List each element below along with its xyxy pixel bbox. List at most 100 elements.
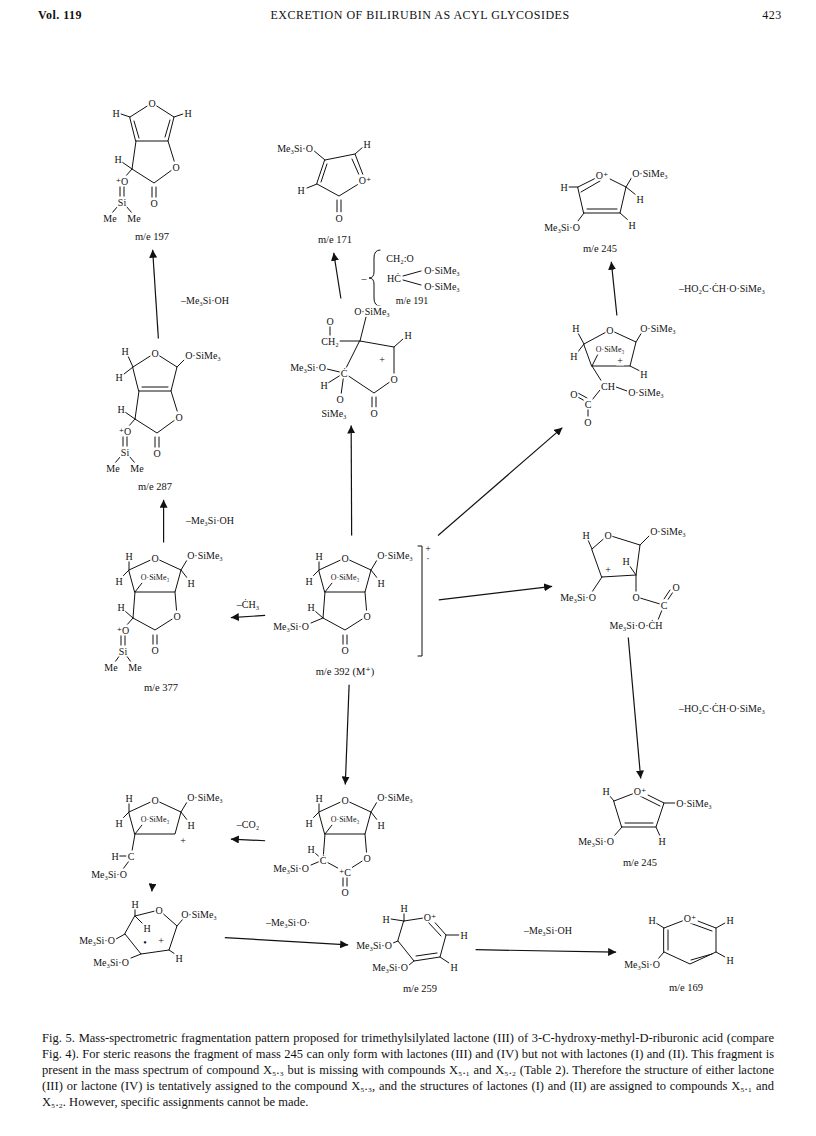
bond-lines [115,353,185,463]
atom-label: O [325,316,334,327]
molecule-bonds [311,800,378,887]
molecule-bonds [569,175,636,221]
atom-label: Me [129,463,144,474]
mass-label: m/e 287 [137,481,173,493]
atom-label: H [186,578,195,589]
atom-label: H [725,915,734,926]
fragment-structure: HO⁺O·SiMe₃HMe₃Si·OHm/e 245 [540,165,672,258]
atom-label: H [306,844,315,855]
bond-lines [656,918,725,964]
atom-label: H [314,793,323,804]
atom-label: H [399,903,408,914]
atom-label: Me [105,463,120,474]
brace [369,250,380,306]
atom-label: H [124,793,133,804]
atom-label: O·SiMe₃ [330,574,361,583]
atom-label: H [304,818,313,829]
atom-label: H [306,602,315,613]
reaction-annotation: HĊ [386,273,402,284]
atom-label: H [459,930,468,941]
atom-label: O·SiMe₃ [675,798,713,809]
reaction-annotation: O·SiMe₃ [423,281,461,292]
atom-label: O [362,853,371,864]
atom-label: O·SiMe₃ [330,816,361,825]
bond-lines [569,175,636,221]
atom-label: Me₃Si·O [276,143,314,154]
atom-label: O·SiMe₃ [184,350,222,361]
reaction-annotation: –Me₃Si·OH [180,295,230,306]
atom-label: SiMe₃ [320,408,347,419]
atom-label: H [304,576,313,587]
fragment-structure: HO⁺O·SiMe₃HMe₃Si·Om/e 245 [574,783,716,872]
reaction-arrow [163,500,164,543]
atom-label: H [116,602,125,613]
molecule-bonds [327,317,403,407]
atom-label: H [376,578,385,589]
atom-label: O [605,325,614,336]
molecule-bonds [112,103,183,213]
atom-label: O⁺ [595,170,610,181]
molecule-bonds [576,330,642,417]
fragment-structure: HHOO·SiMe₃Me₃Si·O•+HMe₃Si·O [75,896,221,971]
atom-label: Me₃Si·O [623,959,661,970]
reaction-annotation: –ĊH₃ [236,599,260,610]
atom-label: O·SiMe₃ [595,346,626,355]
atom-label: H [403,330,412,341]
atom-label: O [149,198,158,209]
atom-label: H [114,372,123,383]
reaction-arrow [151,887,153,892]
atom-label: O⁺ [683,913,698,924]
atom-label: O [340,553,349,564]
atom-label: O·SiMe₃ [627,387,665,398]
atom-label: Me [103,662,118,673]
atom-label: • [142,937,148,948]
atom-label: H [111,108,120,119]
atom-label: O [369,408,378,419]
atom-label: Me₃Si·O·ĊH [609,620,664,631]
atom-label: O [154,905,163,916]
atom-label: O [172,611,181,622]
mass-label: m/e 245 [622,857,658,869]
mass-label: m/e 377 [143,682,179,694]
mass-label: m/e 197 [134,231,170,243]
atom-label: H [449,962,458,973]
reaction-annotation: –HO₂C·ĊH·O·SiMe₃ [678,703,766,714]
atom-label: O·SiMe₃ [186,792,224,803]
atom-label: O [147,98,156,109]
atom-label: ⁺O [118,426,133,437]
atom-label: O [150,553,159,564]
atom-label: O·SiMe₃ [353,306,391,317]
fragment-structure: HOO·SiMe₃HO·SiMe₃HH⁺OSiMeMeOOm/e 377 [100,547,227,697]
atom-label: Ċ [319,855,328,866]
atom-label: H [124,551,133,562]
molecule-bonds [307,147,365,212]
atom-label: Si [120,447,130,458]
atom-label: Me₃Si·O [92,957,130,968]
atom-label: H [314,551,323,562]
atom-label: H [114,818,123,829]
atom-label: H [725,955,734,966]
bond-lines [588,535,673,620]
atom-label: C [584,399,593,410]
atom-label: O·SiMe₃ [186,550,224,561]
bond-lines [112,103,183,213]
atom-label: O [340,645,349,656]
atom-label: O·SiMe₃ [639,323,677,334]
atom-label: · [425,553,430,564]
mass-label: m/e 245 [582,243,618,255]
atom-label: O [152,448,161,459]
reaction-annotation: CH₂:O [385,253,414,264]
atom-label: H [113,154,122,165]
atom-label: O·SiMe₃ [180,909,218,920]
atom-label: ⁺O [116,625,131,636]
atom-label: O·SiMe₃ [631,168,669,179]
reaction-arrow [628,638,640,779]
bond-lines [116,909,183,958]
atom-label: O [389,374,398,385]
atom-label: Ċ [340,368,349,379]
fragment-structure: HOO·SiMe₃H+Me₃Si·OOCOMe₃Si·O·ĊH [556,523,690,634]
fragment-structure: HHO⁺HMe₃Si·OHMe₃Si·Om/e 259 [352,900,471,998]
fragment-structure: HOO·SiMe₃+·HO·SiMe₃HHMe₃Si·OOOm/e 392 (M… [269,540,435,681]
reaction-arrow [225,938,348,945]
atom-label: H [601,786,610,797]
